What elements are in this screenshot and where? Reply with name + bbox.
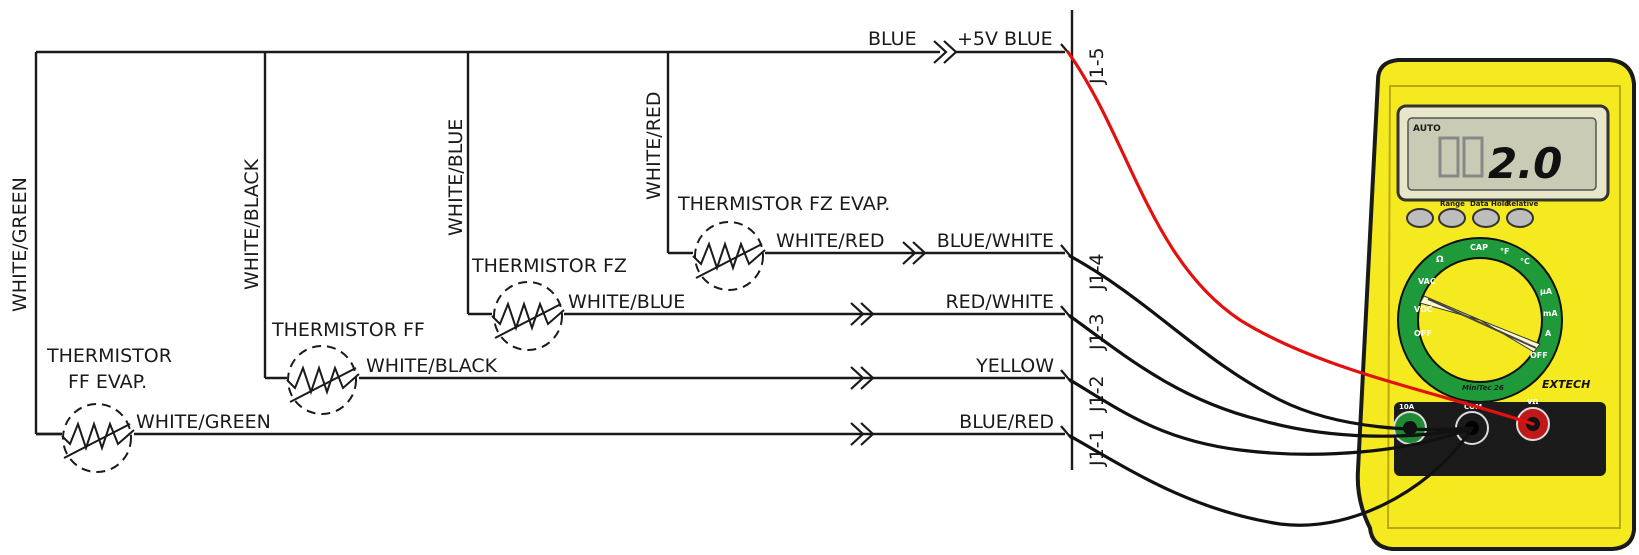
label-white-blue-vertical: WHITE/BLUE [445, 119, 467, 236]
black-lead-j1-2[interactable] [1068, 378, 1474, 456]
thermistor-ff-symbol [286, 345, 360, 415]
black-lead-j1-3[interactable] [1068, 314, 1474, 438]
black-lead-j1-1[interactable] [1068, 426, 1474, 527]
multimeter[interactable]: AUTO 2.0 Range Data Hold Relative OFF VD… [1355, 58, 1636, 551]
label-yellow: YELLOW [975, 355, 1054, 377]
label-white-red-vertical: WHITE/RED [643, 91, 665, 200]
dial-label-ua: µA [1540, 287, 1553, 296]
meter-button-1[interactable] [1406, 208, 1434, 228]
meter-button-range[interactable] [1438, 208, 1466, 228]
pin-j1-5: J1-5 [1086, 47, 1108, 85]
dial-label-vac: VAC [1418, 277, 1436, 286]
display-mode: AUTO [1413, 124, 1441, 134]
pin-j1-1: J1-1 [1086, 429, 1108, 467]
pin-j1-2: J1-2 [1086, 375, 1108, 413]
dial-label-f: °F [1500, 247, 1509, 256]
dial-label-cap: CAP [1470, 243, 1488, 252]
chevron-j1-1 [850, 422, 875, 446]
dial-label-ohm: Ω [1436, 255, 1444, 265]
chevron-top [933, 40, 958, 64]
label-thermistor-ff: THERMISTOR FF [271, 319, 425, 341]
thermistor-fz-evap-symbol [692, 221, 766, 291]
dial-label-off: OFF [1414, 329, 1432, 338]
dial-labels: OFF VDC VAC Ω CAP °F °C µA mA A OFF [1414, 243, 1558, 360]
label-thermistor-fz: THERMISTOR FZ [471, 255, 627, 277]
label-red-white: RED/WHITE [945, 291, 1054, 313]
meter-button-relative[interactable] [1506, 208, 1534, 228]
thermistor-ff-evap-symbol [36, 403, 135, 473]
brand-label: EXTECH [1542, 378, 1590, 391]
thermistor-fz-symbol [491, 281, 565, 351]
button-label-range: Range [1440, 200, 1465, 208]
lcd-display [1407, 117, 1597, 191]
dial-label-vdc: VDC [1414, 305, 1433, 314]
meter-button-data-hold[interactable] [1472, 208, 1500, 228]
label-branch-white-green: WHITE/GREEN [136, 411, 271, 433]
button-label-relative: Relative [1506, 200, 1539, 208]
model-label: MiniTec 26 [1462, 384, 1504, 392]
dial-label-off-2: OFF [1530, 351, 1548, 360]
bus-wires [34, 10, 1074, 470]
label-white-black-vertical: WHITE/BLACK [241, 158, 263, 290]
label-white-green-vertical: WHITE/GREEN [9, 177, 31, 312]
black-lead-j1-4[interactable] [1068, 254, 1474, 432]
meter-buttons: Range Data Hold Relative [1406, 200, 1539, 228]
button-label-data-hold: Data Hold [1470, 200, 1509, 208]
label-thermistor-ff-evap-1: THERMISTOR [46, 345, 172, 367]
label-thermistor-ff-evap-2: FF EVAP. [68, 371, 147, 393]
dial-label-a: A [1545, 329, 1552, 338]
label-branch-white-black: WHITE/BLACK [366, 355, 498, 377]
port-label-vohm: VΩ [1527, 398, 1538, 406]
label-thermistor-fz-evap: THERMISTOR FZ EVAP. [677, 193, 890, 215]
display-value: 2.0 [1488, 139, 1562, 188]
chevron-j1-2 [850, 366, 875, 390]
red-test-lead[interactable] [1066, 50, 1535, 426]
dial-label-c: °C [1520, 257, 1530, 266]
chevron-j1-4 [902, 241, 927, 265]
label-branch-white-blue: WHITE/BLUE [568, 291, 685, 313]
dial-label-ma: mA [1543, 309, 1558, 318]
label-blue: BLUE [868, 28, 917, 50]
test-leads [1066, 50, 1535, 527]
label-blue-red: BLUE/RED [959, 411, 1054, 433]
label-blue-white: BLUE/WHITE [937, 230, 1054, 252]
label-branch-white-red: WHITE/RED [776, 230, 885, 252]
chevron-j1-3 [850, 302, 875, 326]
port-label-10a: 10A [1399, 403, 1415, 411]
label-plus5v-blue: +5V BLUE [957, 28, 1053, 50]
